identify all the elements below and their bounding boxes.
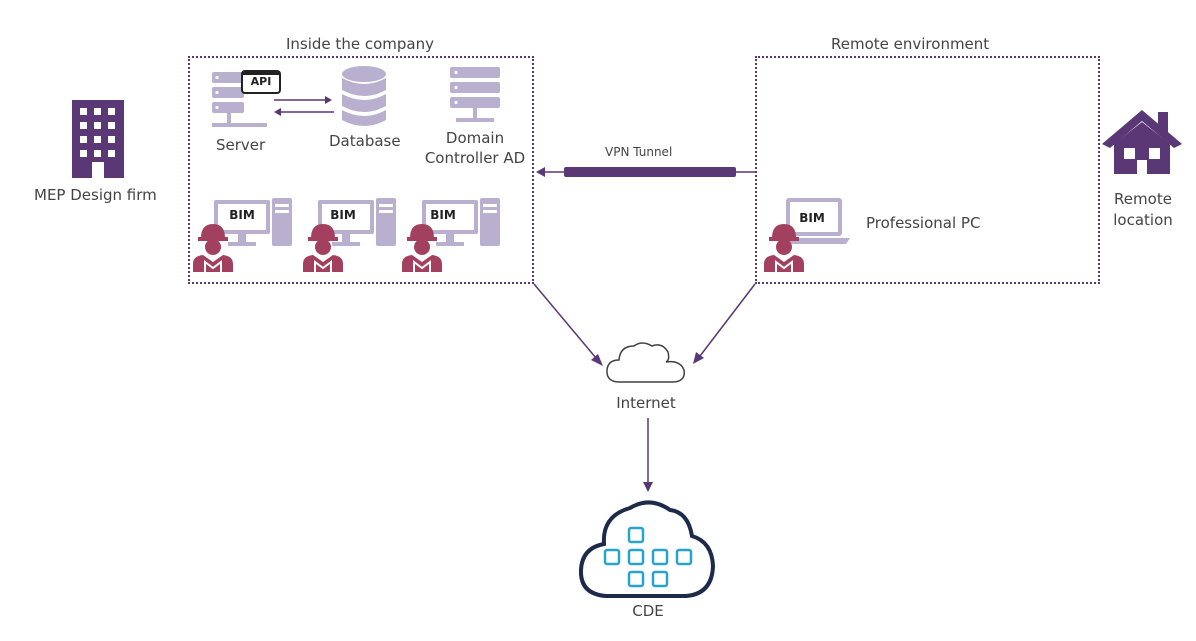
office-building-icon — [72, 100, 124, 178]
remote-boundary — [755, 56, 1100, 284]
engineer-icon — [764, 224, 804, 272]
cde-label: CDE — [632, 602, 664, 620]
domain-controller-icon — [450, 67, 500, 122]
laptop-icon — [780, 198, 850, 244]
cloud-icon — [606, 342, 685, 383]
remote-bim-label: BIM — [799, 211, 825, 225]
database-label: Database — [329, 132, 401, 150]
server-label: Server — [216, 136, 266, 154]
remote-title: Remote environment — [831, 35, 990, 53]
bim-label: BIM — [229, 208, 255, 222]
company-title: Inside the company — [286, 35, 434, 53]
server-db-arrows — [274, 96, 334, 116]
domain-label-line1: Domain — [445, 129, 505, 147]
engineer-icon — [402, 224, 442, 272]
domain-label-line2: Controller AD — [424, 149, 526, 167]
api-label: API — [250, 75, 272, 88]
vpn-tunnel — [536, 167, 756, 177]
database-icon — [342, 66, 386, 126]
remote-location-line2: location — [1113, 211, 1173, 229]
cde-cloud-icon — [578, 500, 716, 598]
company-boundary — [188, 56, 534, 284]
api-badge-icon — [241, 70, 281, 94]
bim-workstation-icon — [318, 198, 396, 246]
firm-label: MEP Design firm — [34, 186, 157, 204]
bim-workstation-icon — [422, 198, 500, 246]
internet-label: Internet — [616, 394, 676, 412]
server-icon — [212, 72, 267, 127]
engineer-icon — [193, 224, 233, 272]
vpn-label: VPN Tunnel — [605, 145, 673, 159]
engineer-icon — [303, 224, 343, 272]
house-icon — [1102, 110, 1182, 174]
professional-pc-label: Professional PC — [866, 214, 981, 232]
bim-label: BIM — [330, 208, 356, 222]
bim-label: BIM — [430, 208, 456, 222]
remote-location-line1: Remote — [1114, 190, 1172, 208]
bim-workstation-icon — [214, 198, 292, 246]
